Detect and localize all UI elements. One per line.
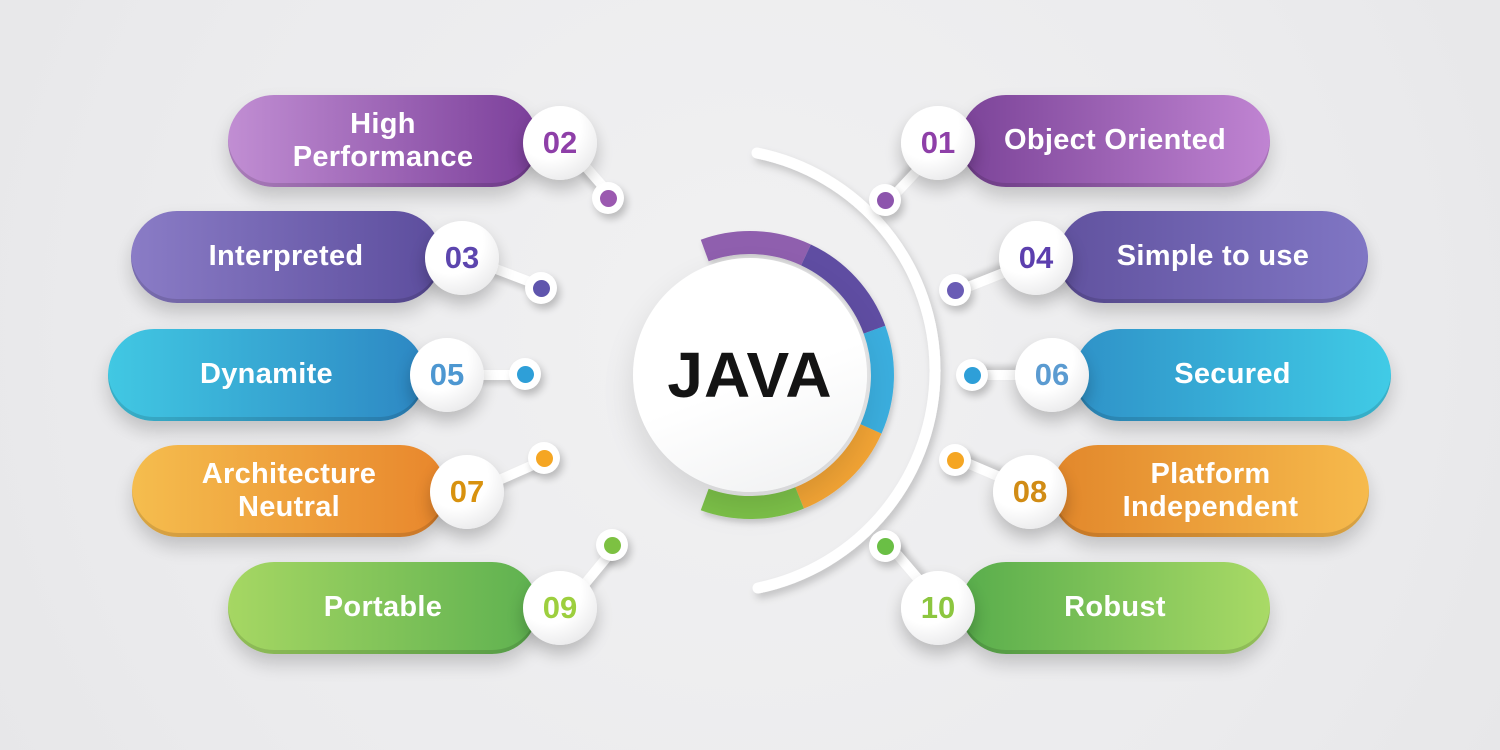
- feature-pill-high-performance: High Performance: [228, 95, 538, 187]
- feature-label: Architecture Neutral: [201, 457, 377, 523]
- connector-dot: [939, 444, 971, 476]
- number-badge-07: 07: [430, 455, 504, 529]
- feature-pill-interpreted: Interpreted: [131, 211, 441, 303]
- feature-label: Interpreted: [208, 240, 364, 273]
- feature-pill-dynamite: Dynamite: [108, 329, 425, 421]
- connector-dot: [596, 529, 628, 561]
- badge-number: 08: [1012, 474, 1048, 509]
- ring-segment-violet: [800, 244, 886, 334]
- center-circle: JAVA: [633, 258, 867, 492]
- number-badge-08: 08: [993, 455, 1067, 529]
- feature-label: Simple to use: [1116, 240, 1310, 273]
- connector-dot: [525, 272, 557, 304]
- feature-pill-secured: Secured: [1074, 329, 1391, 421]
- number-badge-09: 09: [523, 571, 597, 645]
- feature-label: Object Oriented: [1003, 124, 1227, 157]
- number-badge-03: 03: [425, 221, 499, 295]
- badge-number: 06: [1034, 357, 1070, 392]
- ring-segment-blue: [860, 325, 894, 434]
- connector-dot: [956, 359, 988, 391]
- feature-pill-portable: Portable: [228, 562, 538, 654]
- feature-label: High Performance: [292, 107, 474, 173]
- ring-segment-green: [700, 487, 804, 519]
- center-title: JAVA: [667, 339, 833, 411]
- feature-pill-object-oriented: Object Oriented: [960, 95, 1270, 187]
- badge-number: 07: [449, 474, 485, 509]
- number-badge-02: 02: [523, 106, 597, 180]
- feature-pill-robust: Robust: [960, 562, 1270, 654]
- connector-dot: [869, 184, 901, 216]
- connector-arc: [751, 147, 941, 594]
- badge-number: 01: [920, 125, 956, 160]
- feature-label: Secured: [1174, 358, 1291, 391]
- feature-pill-platform-independent: Platform Independent: [1052, 445, 1369, 537]
- feature-pill-simple-to-use: Simple to use: [1058, 211, 1368, 303]
- ring-segment-orange: [795, 423, 882, 509]
- feature-pill-architecture-neutral: Architecture Neutral: [132, 445, 446, 537]
- ring-segment-purple: [700, 231, 811, 266]
- connector-line: [447, 370, 527, 380]
- connector-dot: [939, 274, 971, 306]
- feature-label: Robust: [1064, 591, 1166, 624]
- number-badge-01: 01: [901, 106, 975, 180]
- connector-dot: [509, 358, 541, 390]
- badge-number: 04: [1018, 240, 1054, 275]
- badge-number: 02: [542, 125, 578, 160]
- connector-dot: [528, 442, 560, 474]
- connector-dot: [592, 182, 624, 214]
- feature-label: Dynamite: [200, 358, 333, 391]
- connector-dot: [869, 530, 901, 562]
- badge-number: 05: [429, 357, 465, 392]
- feature-label: Portable: [323, 591, 443, 624]
- badge-number: 03: [444, 240, 480, 275]
- badge-number: 09: [542, 590, 578, 625]
- number-badge-10: 10: [901, 571, 975, 645]
- number-badge-06: 06: [1015, 338, 1089, 412]
- number-badge-05: 05: [410, 338, 484, 412]
- number-badge-04: 04: [999, 221, 1073, 295]
- feature-label: Platform Independent: [1122, 457, 1299, 523]
- badge-number: 10: [920, 590, 956, 625]
